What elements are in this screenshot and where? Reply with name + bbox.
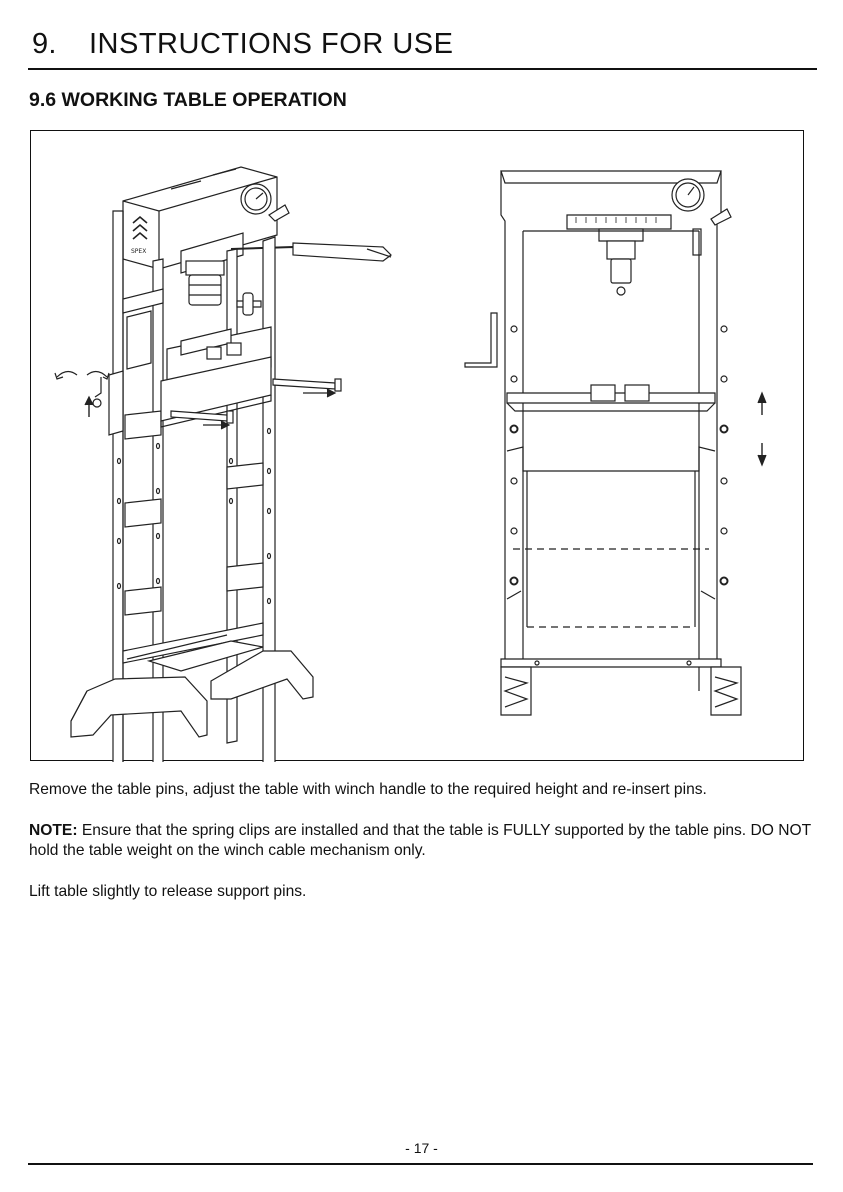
press-front-view [464,170,767,716]
front-base-feet [500,666,742,716]
front-pin-holes [509,325,729,586]
press-illustration: SPEX [54,166,767,762]
chapter-title: INSTRUCTIONS FOR USE [89,28,454,60]
front-pressure-gauge-icon [671,178,732,226]
section-title: 9.6 WORKING TABLE OPERATION [29,89,347,111]
note-label: NOTE: [29,822,78,839]
table-pin-lower [170,410,234,430]
side-pin [236,292,262,316]
rotation-arrows-icon [54,370,110,417]
brand-logo-icon [132,215,148,240]
page-header: 9. INSTRUCTIONS FOR USE [28,24,817,70]
note-text: Ensure that the spring clips are install… [29,822,811,859]
brand-logo-text: SPEX [131,248,146,255]
paragraph-lift-table: Lift table slightly to release support p… [29,883,307,900]
press-base [70,650,314,738]
page-number: - 17 - [405,1140,438,1156]
footer-rule [28,1163,813,1165]
chapter-number: 9. [32,28,57,60]
front-winch-handle-icon [464,312,498,368]
winch-crank-icon [92,377,102,408]
figure-frame: SPEX [30,130,804,762]
height-arrows-icon [757,391,767,467]
pressure-gauge-icon [240,183,272,215]
press-isometric-view: SPEX [54,166,392,762]
paragraph-note: NOTE: Ensure that the spring clips are i… [29,821,819,861]
table-pin-upper [272,378,342,398]
paragraph-adjust-table: Remove the table pins, adjust the table … [29,781,707,798]
